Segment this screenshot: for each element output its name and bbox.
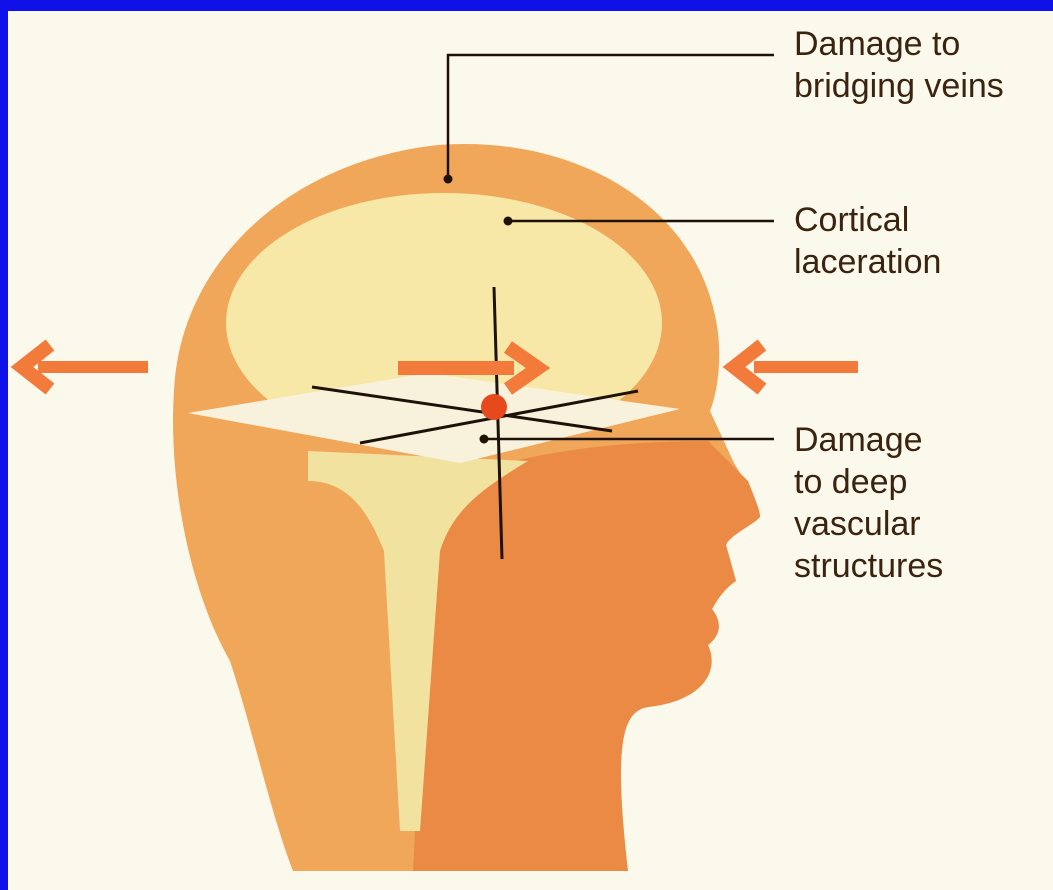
arrow-left-icon-right <box>734 345 858 389</box>
label-line: Damage <box>794 419 943 461</box>
label-line: to deep <box>794 461 943 503</box>
label-line: bridging veins <box>794 65 1004 107</box>
label-line: vascular <box>794 503 943 545</box>
label-cortical-laceration: Cortical laceration <box>794 199 941 283</box>
impact-point <box>481 394 507 420</box>
dot-bridging-veins <box>444 175 453 184</box>
label-line: Damage to <box>794 23 1004 65</box>
label-deep-vascular: Damage to deep vascular structures <box>794 419 943 587</box>
arrow-left-icon <box>22 345 148 389</box>
label-line: structures <box>794 545 943 587</box>
dot-cortical <box>504 217 513 226</box>
label-bridging-veins: Damage to bridging veins <box>794 23 1004 107</box>
diagram-frame: Damage to bridging veins Cortical lacera… <box>8 11 1053 890</box>
label-line: Cortical <box>794 199 941 241</box>
dot-deep <box>480 435 489 444</box>
label-line: laceration <box>794 241 941 283</box>
